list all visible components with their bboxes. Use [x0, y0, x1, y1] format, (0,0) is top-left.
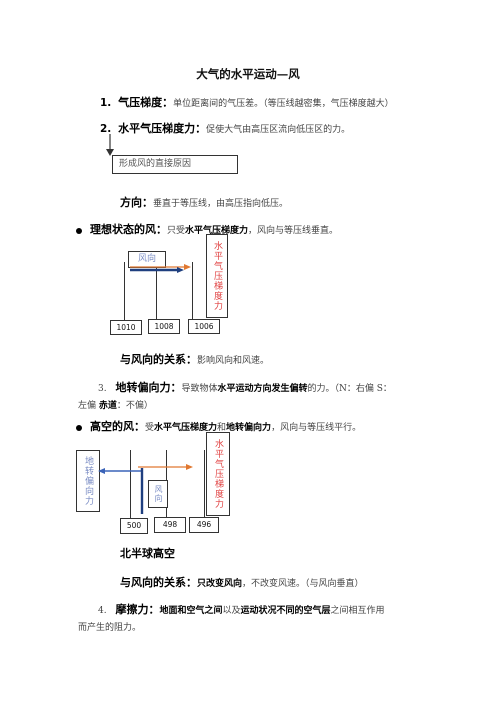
isobar-line — [192, 262, 193, 320]
bold-term: 赤道 — [98, 401, 117, 411]
term-ideal-wind: 理想状态的风： — [90, 223, 167, 236]
wind-arrows-icon — [130, 264, 191, 273]
isobar-line — [204, 450, 205, 518]
term-coriolis: 地转偏向力： — [115, 381, 182, 394]
isobar-label: 1006 — [188, 319, 220, 334]
section-number: 4. — [98, 606, 107, 616]
down-arrow-icon — [106, 134, 114, 156]
bold-term: 水平气压梯度力 — [154, 423, 218, 433]
text-part: ，风向与等压线平行。 — [271, 423, 362, 433]
coriolis-label: 地转偏向力 — [76, 450, 100, 512]
text-part: 受 — [145, 423, 155, 433]
diagram-caption: 北半球高空 — [120, 545, 175, 561]
text-part: 只受 — [167, 226, 186, 236]
term-direction: 方向： — [120, 196, 153, 209]
term-relation: 与风向的关系： — [120, 353, 197, 366]
bold-term: 地转偏向力 — [226, 423, 272, 433]
section-friction: 4. 摩擦力：地面和空气之间以及运动状况不同的空气层之间相互作用 — [98, 601, 385, 617]
isobar-label: 1008 — [148, 319, 180, 334]
text-part: 而产生的阻力。 — [78, 623, 142, 633]
relation-line-2: 与风向的关系：只改变风向，不改变风速。（与风向垂直） — [120, 574, 364, 590]
definition-text: 单位距离间的气压差。（等压线越密集，气压梯度越大） — [173, 99, 394, 109]
section-number: 3. — [98, 384, 107, 394]
text-part: 和 — [217, 423, 227, 433]
text-part: 以及 — [222, 606, 241, 616]
ideal-wind-line: 理想状态的风：只受水平气压梯度力，风向与等压线垂直。 — [76, 221, 338, 237]
bold-term: 只改变风向 — [197, 579, 243, 589]
upper-wind-line: 高空的风：受水平气压梯度力和地转偏向力，风向与等压线平行。 — [76, 418, 361, 434]
bullet-icon — [76, 227, 82, 234]
isobar-label: 1010 — [110, 320, 142, 335]
force-arrows-icon — [98, 464, 193, 514]
section-number: 1. — [100, 97, 112, 109]
relation-text: 影响风向和风速。 — [197, 356, 270, 366]
force-label: 水平气压梯度力 — [206, 432, 230, 516]
term-relation: 与风向的关系： — [120, 576, 197, 589]
relation-line-1: 与风向的关系：影响风向和风速。 — [120, 351, 269, 367]
isobar-label: 496 — [189, 517, 219, 533]
text-part: 导致物体 — [181, 384, 218, 394]
upper-wind-diagram: 地转偏向力 风向 水平气压梯度力 500 498 496 — [76, 432, 256, 540]
section-coriolis-line2: 左偏 赤道：不偏） — [78, 398, 153, 411]
isobar-label: 498 — [154, 517, 186, 533]
ideal-wind-diagram: 风向 水平气压梯度力 1010 1008 1006 — [110, 234, 260, 344]
term-pressure-gradient: 气压梯度： — [118, 96, 174, 109]
section-coriolis: 3. 地转偏向力：导致物体水平运动方向发生偏转的力。（N：右偏 S： — [98, 379, 392, 395]
isobar-line — [156, 262, 157, 320]
bullet-icon — [76, 424, 82, 431]
text-part: 左偏 — [78, 401, 99, 411]
force-label: 水平气压梯度力 — [206, 234, 228, 318]
text-part: ：不偏） — [116, 401, 153, 411]
term-friction: 摩擦力： — [115, 603, 160, 616]
text-part: 之间相互作用 — [330, 606, 385, 616]
section-horizontal-force: 2. 水平气压梯度力：促使大气由高压区流向低压区的力。 — [100, 120, 350, 136]
text-part: ，风向与等压线垂直。 — [248, 226, 339, 236]
relation-text: ，不改变风速。（与风向垂直） — [242, 579, 364, 589]
page-title: 大气的水平运动—风 — [196, 67, 300, 81]
section-pressure-gradient: 1. 气压梯度：单位距离间的气压差。（等压线越密集，气压梯度越大） — [100, 94, 394, 110]
cause-box: 形成风的直接原因 — [112, 155, 238, 174]
definition-text: 促使大气由高压区流向低压区的力。 — [206, 125, 351, 135]
isobar-label: 500 — [120, 518, 148, 534]
isobar-line — [130, 450, 131, 518]
direction-text: 垂直于等压线，由高压指向低压。 — [153, 199, 289, 209]
term-horizontal-force: 水平气压梯度力： — [118, 122, 207, 135]
section-number: 2. — [100, 123, 112, 135]
bold-term: 水平气压梯度力 — [185, 226, 249, 236]
caption-text: 北半球高空 — [120, 547, 175, 560]
section-friction-line2: 而产生的阻力。 — [78, 620, 141, 633]
isobar-line — [124, 262, 125, 320]
term-upper-wind: 高空的风： — [90, 420, 145, 433]
wind-label: 风向 — [148, 480, 168, 508]
bold-term: 地面和空气之间 — [159, 606, 223, 616]
bold-term: 运动状况不同的空气层 — [240, 606, 331, 616]
text-part: 的力。（N：右偏 S： — [307, 384, 392, 394]
direction-line: 方向：垂直于等压线，由高压指向低压。 — [120, 194, 288, 210]
bold-term: 水平运动方向发生偏转 — [217, 384, 308, 394]
